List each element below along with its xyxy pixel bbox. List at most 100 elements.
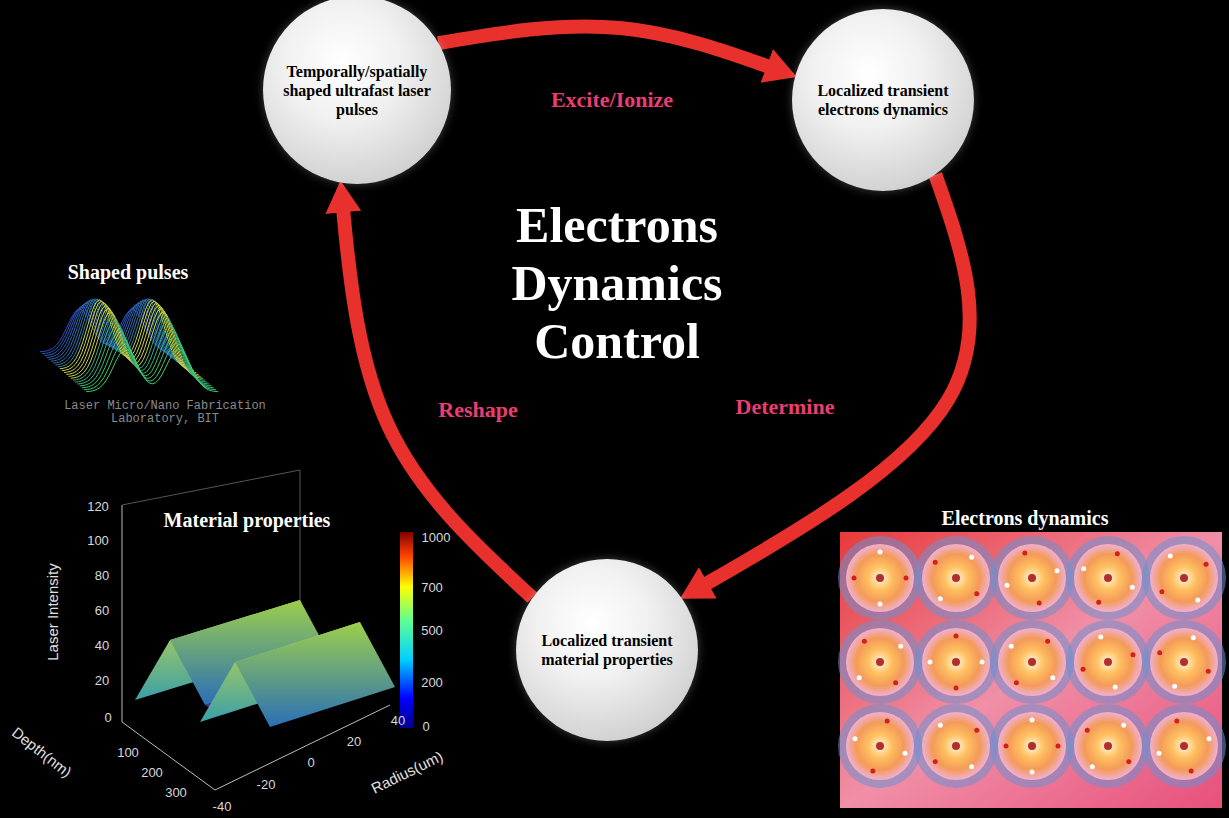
electron-dot bbox=[857, 675, 862, 680]
nucleus-dot bbox=[1104, 742, 1112, 750]
node-text: Localized transient material properties bbox=[527, 631, 687, 669]
electron-dot bbox=[852, 576, 857, 581]
atom-sphere bbox=[846, 712, 914, 780]
atom-sphere bbox=[846, 544, 914, 612]
electron-dot bbox=[1130, 585, 1135, 590]
figure-heading: Electrons dynamics bbox=[942, 507, 1109, 530]
atom-sphere bbox=[922, 628, 990, 696]
electron-dot bbox=[1030, 770, 1035, 775]
nucleus-dot bbox=[1028, 658, 1036, 666]
surface-plot bbox=[122, 470, 413, 790]
edge-label: Reshape bbox=[438, 397, 517, 423]
atom-halo bbox=[838, 536, 922, 620]
tick-label: 40 bbox=[391, 713, 405, 728]
nucleus-dot bbox=[1180, 742, 1188, 750]
electron-dot bbox=[969, 555, 974, 560]
nucleus-dot bbox=[876, 742, 884, 750]
electron-dot bbox=[928, 660, 933, 665]
electron-dot bbox=[878, 602, 883, 607]
tick-label: 120 bbox=[87, 499, 109, 514]
nucleus-dot bbox=[1180, 574, 1188, 582]
colorbar-label: 200 bbox=[421, 675, 443, 690]
electron-dot bbox=[1204, 562, 1209, 567]
atom-sphere bbox=[846, 628, 914, 696]
axis-title: Depth(nm) bbox=[9, 723, 75, 780]
electron-dot bbox=[1056, 744, 1061, 749]
electron-dot bbox=[1206, 669, 1211, 674]
electron-dot bbox=[870, 768, 875, 773]
atom-sphere bbox=[998, 544, 1066, 612]
nucleus-dot bbox=[876, 658, 884, 666]
electron-dot bbox=[885, 719, 890, 724]
colorbar-label: 0 bbox=[422, 719, 429, 734]
atom-halo bbox=[1066, 620, 1150, 704]
electron-dot bbox=[1168, 553, 1173, 558]
atom-halo bbox=[914, 536, 998, 620]
nucleus-dot bbox=[876, 574, 884, 582]
nucleus-dot bbox=[952, 658, 960, 666]
z-axis bbox=[122, 505, 123, 722]
atom-sphere bbox=[998, 628, 1066, 696]
colorbar bbox=[400, 532, 413, 728]
electron-dot bbox=[862, 639, 867, 644]
atom-halo bbox=[990, 620, 1074, 704]
atom-sphere bbox=[1150, 628, 1218, 696]
radius-axis bbox=[215, 705, 390, 790]
electron-dot bbox=[1172, 684, 1177, 689]
electron-dot bbox=[938, 723, 943, 728]
atom-halo bbox=[990, 704, 1074, 788]
atom-sphere bbox=[922, 712, 990, 780]
electron-dot bbox=[954, 686, 959, 691]
process-circle: Localized transient material properties bbox=[516, 559, 698, 741]
electron-dot bbox=[878, 550, 883, 555]
electron-dot bbox=[1191, 635, 1196, 640]
nucleus-dot bbox=[1028, 574, 1036, 582]
colorbar-label: 1000 bbox=[422, 530, 451, 545]
atom-sphere bbox=[1074, 544, 1142, 612]
nucleus-dot bbox=[952, 574, 960, 582]
figure-heading: Material properties bbox=[164, 509, 331, 532]
tick-label: 20 bbox=[347, 734, 361, 749]
electron-dot bbox=[1189, 768, 1194, 773]
nucleus-dot bbox=[1180, 658, 1188, 666]
atom-sphere bbox=[922, 544, 990, 612]
atom-halo bbox=[1066, 704, 1150, 788]
electron-dot bbox=[893, 680, 898, 685]
electron-dot bbox=[1121, 723, 1126, 728]
electron-dot bbox=[933, 560, 938, 565]
atom-halo bbox=[914, 704, 998, 788]
node-text: Temporally/spatially shaped ultrafast la… bbox=[277, 62, 437, 119]
electron-dot bbox=[1113, 684, 1118, 689]
electron-dot bbox=[1014, 680, 1019, 685]
nucleus-dot bbox=[952, 742, 960, 750]
atom-halo bbox=[990, 536, 1074, 620]
electron-dot bbox=[898, 644, 903, 649]
electron-dot bbox=[933, 759, 938, 764]
nucleus-dot bbox=[1104, 574, 1112, 582]
electron-dot bbox=[938, 596, 943, 601]
electron-dot bbox=[1005, 583, 1010, 588]
electron-dot bbox=[904, 576, 909, 581]
electron-dot bbox=[1174, 719, 1179, 724]
electron-dot bbox=[1030, 718, 1035, 723]
nucleus-dot bbox=[1028, 742, 1036, 750]
electron-dot bbox=[902, 751, 907, 756]
atom-halo bbox=[1066, 536, 1150, 620]
figure-heading: Shaped pulses bbox=[68, 261, 189, 284]
edge-label: Excite/Ionize bbox=[551, 87, 673, 113]
pulse-mesh bbox=[40, 299, 218, 392]
atom-sphere bbox=[1074, 712, 1142, 780]
electron-dot bbox=[1085, 728, 1090, 733]
process-circle: Temporally/spatially shaped ultrafast la… bbox=[263, 0, 451, 184]
axis-title: Laser Intensity bbox=[44, 563, 61, 661]
atom-sphere bbox=[1150, 712, 1218, 780]
tick-label: 60 bbox=[95, 603, 109, 618]
electron-dot bbox=[1157, 751, 1162, 756]
tick-label: 0 bbox=[104, 710, 111, 725]
electron-dot bbox=[969, 764, 974, 769]
electron-dot bbox=[1054, 568, 1059, 573]
atom-halo bbox=[838, 704, 922, 788]
nucleus-dot bbox=[1104, 658, 1112, 666]
atom-sphere bbox=[998, 712, 1066, 780]
